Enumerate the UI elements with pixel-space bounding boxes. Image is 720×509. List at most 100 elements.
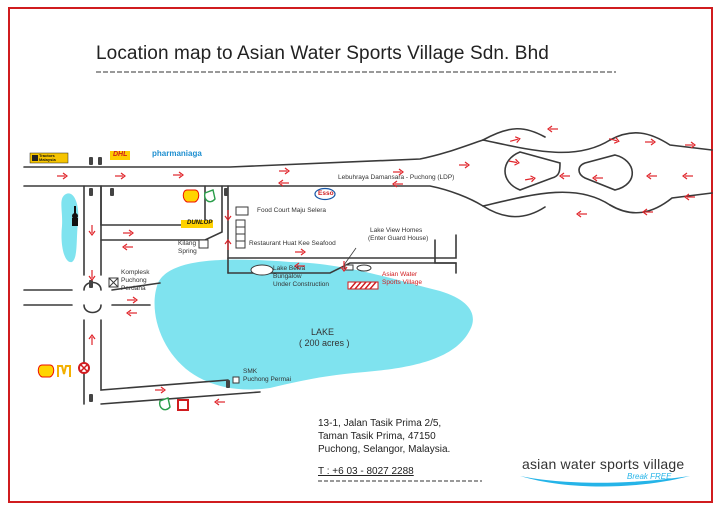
road-label-ldp: Lebuhraya Damansara - Puchong (LDP) xyxy=(338,174,455,181)
direction-arrow xyxy=(340,261,348,272)
direction-arrow xyxy=(576,210,587,218)
direction-arrow xyxy=(524,175,536,183)
direction-arrow xyxy=(278,179,289,187)
interchange-island-left xyxy=(504,151,561,191)
label-awsv-2: Sports Village xyxy=(382,279,422,286)
label-food-court: Food Court Maju Selera xyxy=(257,207,327,214)
direction-arrow xyxy=(295,248,306,256)
guard-house xyxy=(356,264,372,272)
direction-arrow xyxy=(57,172,68,180)
smk-block xyxy=(232,376,240,384)
direction-arrow xyxy=(214,398,225,406)
direction-arrow xyxy=(459,161,470,169)
label-komplesk-puchong: Puchong xyxy=(121,277,147,284)
mosque-icon xyxy=(72,206,78,226)
label-guard-house: (Enter Guard House) xyxy=(368,235,429,242)
esso-logo xyxy=(314,187,336,201)
kfc-logo xyxy=(177,399,189,411)
direction-arrow xyxy=(173,171,184,179)
ldp-road-top xyxy=(23,139,484,168)
main-lake xyxy=(154,259,473,390)
address-line-2: Taman Tasik Prima, 47150 xyxy=(318,431,436,442)
label-lake-belva: Lake Belva xyxy=(273,265,306,272)
address-line-3: Puchong, Selangor, Malaysia. xyxy=(318,444,451,455)
direction-arrow xyxy=(645,138,656,146)
petron-logo-bottom xyxy=(158,397,171,411)
left-road-bottom xyxy=(100,391,261,405)
esso-label: Esso xyxy=(318,190,334,197)
dunlop-label: DUNLOP xyxy=(187,220,213,226)
lake-area: ( 200 acres ) xyxy=(299,338,350,348)
address-phone: T : +6 03 - 8027 2288 xyxy=(318,466,414,477)
roads xyxy=(23,127,713,405)
brand-logo-tagline: Break FREE xyxy=(627,472,672,481)
address-line-1: 13-1, Jalan Tasik Prima 2/5, xyxy=(318,418,442,429)
label-smk-puchong: Puchong Permai xyxy=(243,376,292,383)
direction-arrow xyxy=(508,158,520,166)
red-restaurant-logo xyxy=(78,362,90,374)
direction-arrow xyxy=(224,239,232,250)
shell-logo-left xyxy=(37,364,55,378)
lake-belva-block xyxy=(250,264,274,276)
buildings xyxy=(108,206,372,384)
awsv-plot xyxy=(347,281,379,290)
ldp-interchange-right xyxy=(482,127,546,218)
food-court-block xyxy=(235,206,249,216)
inner-road-vertical xyxy=(100,185,223,241)
middle-road-bottom xyxy=(227,262,457,274)
label-spring: Spring xyxy=(178,248,197,255)
direction-arrow xyxy=(123,229,134,237)
direction-arrow xyxy=(88,225,96,236)
lake-name: LAKE xyxy=(311,327,335,337)
tractors-label: Tractors Malaysia xyxy=(39,153,56,162)
pharmaniaga-b: niaga xyxy=(180,149,202,158)
direction-arrow xyxy=(126,309,137,317)
direction-arrow xyxy=(646,172,657,180)
petron-logo-top xyxy=(203,189,216,203)
ldp-road-bottom xyxy=(23,185,484,207)
direction-arrow xyxy=(682,172,693,180)
direction-arrow xyxy=(547,125,558,133)
traffic-arrows xyxy=(57,125,696,406)
pharmaniaga-logo: pharmaniaga xyxy=(152,149,202,158)
label-lake-view: Lake View Homes xyxy=(370,227,423,234)
interchange-loop xyxy=(482,139,611,207)
ldp-right-exit xyxy=(609,132,713,214)
label-bungalow: Bungalow xyxy=(273,273,302,280)
middle-road xyxy=(227,185,457,259)
direction-arrow xyxy=(155,386,166,394)
mcdonalds-logo xyxy=(57,365,71,377)
direction-arrow xyxy=(122,243,133,251)
small-lake xyxy=(61,193,79,263)
direction-arrow xyxy=(559,172,570,180)
direction-arrow xyxy=(685,141,696,149)
direction-arrow xyxy=(642,208,653,216)
dhl-label: DHL xyxy=(113,151,128,158)
label-smk: SMK xyxy=(243,368,258,375)
direction-arrow xyxy=(592,174,603,182)
lake-view-leader xyxy=(343,247,357,266)
dunlop-logo xyxy=(181,220,213,228)
label-komplesk: Komplesk xyxy=(121,269,150,276)
interchange-island-right xyxy=(578,154,633,191)
label-restaurant: Restaurant Huat Kee Seafood xyxy=(249,240,336,247)
label-under-construction: Under Construction xyxy=(273,281,329,288)
traffic-light-icon xyxy=(89,157,230,402)
direction-arrow xyxy=(684,193,695,201)
direction-arrow xyxy=(115,172,126,180)
page-title: Location map to Asian Water Sports Villa… xyxy=(96,43,549,64)
direction-arrow xyxy=(393,168,404,176)
direction-arrow xyxy=(224,210,232,221)
direction-arrow xyxy=(294,262,305,270)
label-awsv: Asian Water xyxy=(382,271,418,278)
pharmaniaga-a: pharma xyxy=(152,149,181,158)
left-road-west-link xyxy=(23,282,161,306)
logo-swoosh xyxy=(520,476,690,487)
direction-arrow xyxy=(88,270,96,281)
lake-view-gate xyxy=(344,264,354,271)
tractors-logo xyxy=(29,152,69,164)
map-border xyxy=(8,7,713,503)
direction-arrow xyxy=(88,334,96,345)
